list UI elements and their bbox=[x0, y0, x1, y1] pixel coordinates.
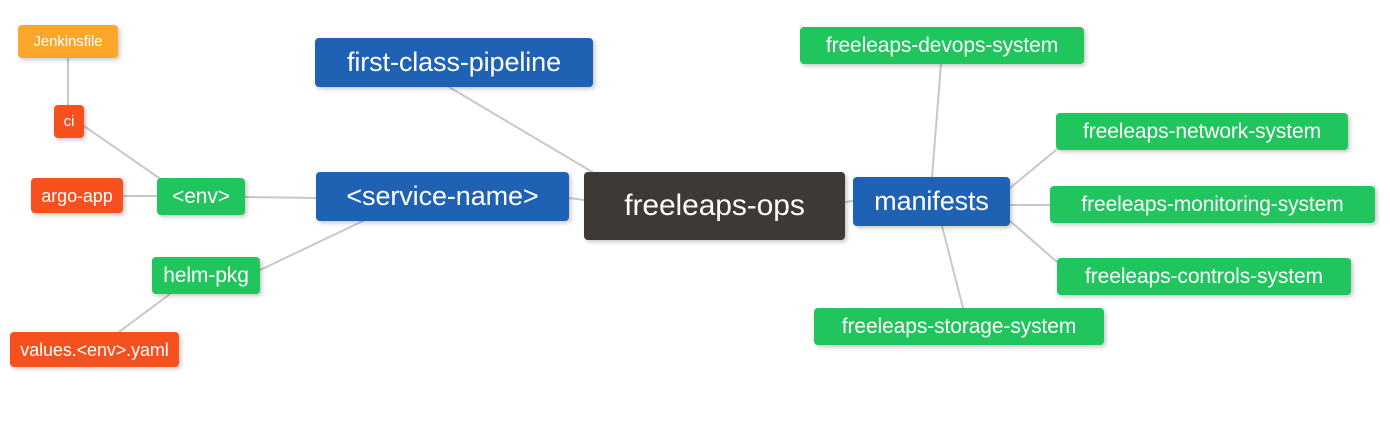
node-env[interactable]: <env> bbox=[157, 178, 245, 215]
edge-manifests-to-freeleaps-network-system bbox=[1009, 149, 1057, 189]
node-label-first-class-pipeline: first-class-pipeline bbox=[346, 47, 562, 77]
node-values-env-yaml[interactable]: values.<env>.yaml bbox=[10, 332, 179, 367]
node-jenkinsfile[interactable]: Jenkinsfile bbox=[18, 25, 118, 58]
node-ci[interactable]: ci bbox=[54, 105, 84, 138]
node-label-env: <env> bbox=[172, 185, 230, 208]
node-label-freeleaps-network-system: freeleaps-network-system bbox=[1082, 120, 1321, 143]
node-freeleaps-controls-system[interactable]: freeleaps-controls-system bbox=[1057, 258, 1351, 295]
node-label-manifests: manifests bbox=[874, 186, 989, 216]
node-first-class-pipeline[interactable]: first-class-pipeline bbox=[315, 38, 593, 87]
node-freeleaps-devops-system[interactable]: freeleaps-devops-system bbox=[800, 27, 1084, 64]
edge-service-name-to-helm-pkg bbox=[259, 220, 364, 271]
edge-freeleaps-ops-to-first-class-pipeline bbox=[448, 86, 595, 174]
edge-manifests-to-freeleaps-storage-system bbox=[941, 225, 964, 309]
node-label-freeleaps-monitoring-system: freeleaps-monitoring-system bbox=[1081, 193, 1344, 216]
node-argo-app[interactable]: argo-app bbox=[31, 178, 123, 213]
edge-manifests-to-freeleaps-devops-system bbox=[931, 63, 942, 178]
node-freeleaps-monitoring-system[interactable]: freeleaps-monitoring-system bbox=[1050, 186, 1375, 223]
edge-env-to-ci bbox=[83, 125, 163, 181]
node-label-freeleaps-devops-system: freeleaps-devops-system bbox=[825, 34, 1059, 57]
node-label-freeleaps-ops: freeleaps-ops bbox=[624, 189, 805, 222]
node-label-helm-pkg: helm-pkg bbox=[163, 264, 249, 287]
node-label-jenkinsfile: Jenkinsfile bbox=[33, 33, 103, 50]
node-label-ci: ci bbox=[63, 113, 75, 130]
edge-manifests-to-freeleaps-controls-system bbox=[1009, 220, 1058, 263]
edge-helm-pkg-to-values-env-yaml bbox=[118, 293, 171, 333]
edge-freeleaps-ops-to-manifests bbox=[844, 200, 854, 203]
node-label-freeleaps-storage-system: freeleaps-storage-system bbox=[841, 315, 1077, 338]
node-service-name[interactable]: <service-name> bbox=[316, 172, 569, 221]
node-manifests[interactable]: manifests bbox=[853, 177, 1010, 226]
node-freeleaps-network-system[interactable]: freeleaps-network-system bbox=[1056, 113, 1348, 150]
node-freeleaps-storage-system[interactable]: freeleaps-storage-system bbox=[814, 308, 1104, 345]
edge-service-name-to-env bbox=[244, 196, 317, 199]
node-label-service-name: <service-name> bbox=[346, 181, 539, 211]
node-label-freeleaps-controls-system: freeleaps-controls-system bbox=[1085, 265, 1323, 288]
node-helm-pkg[interactable]: helm-pkg bbox=[152, 257, 260, 294]
edge-freeleaps-ops-to-service-name bbox=[568, 197, 585, 201]
node-freeleaps-ops[interactable]: freeleaps-ops bbox=[584, 172, 845, 240]
node-label-values-env-yaml: values.<env>.yaml bbox=[20, 339, 169, 360]
node-label-argo-app: argo-app bbox=[41, 185, 113, 206]
